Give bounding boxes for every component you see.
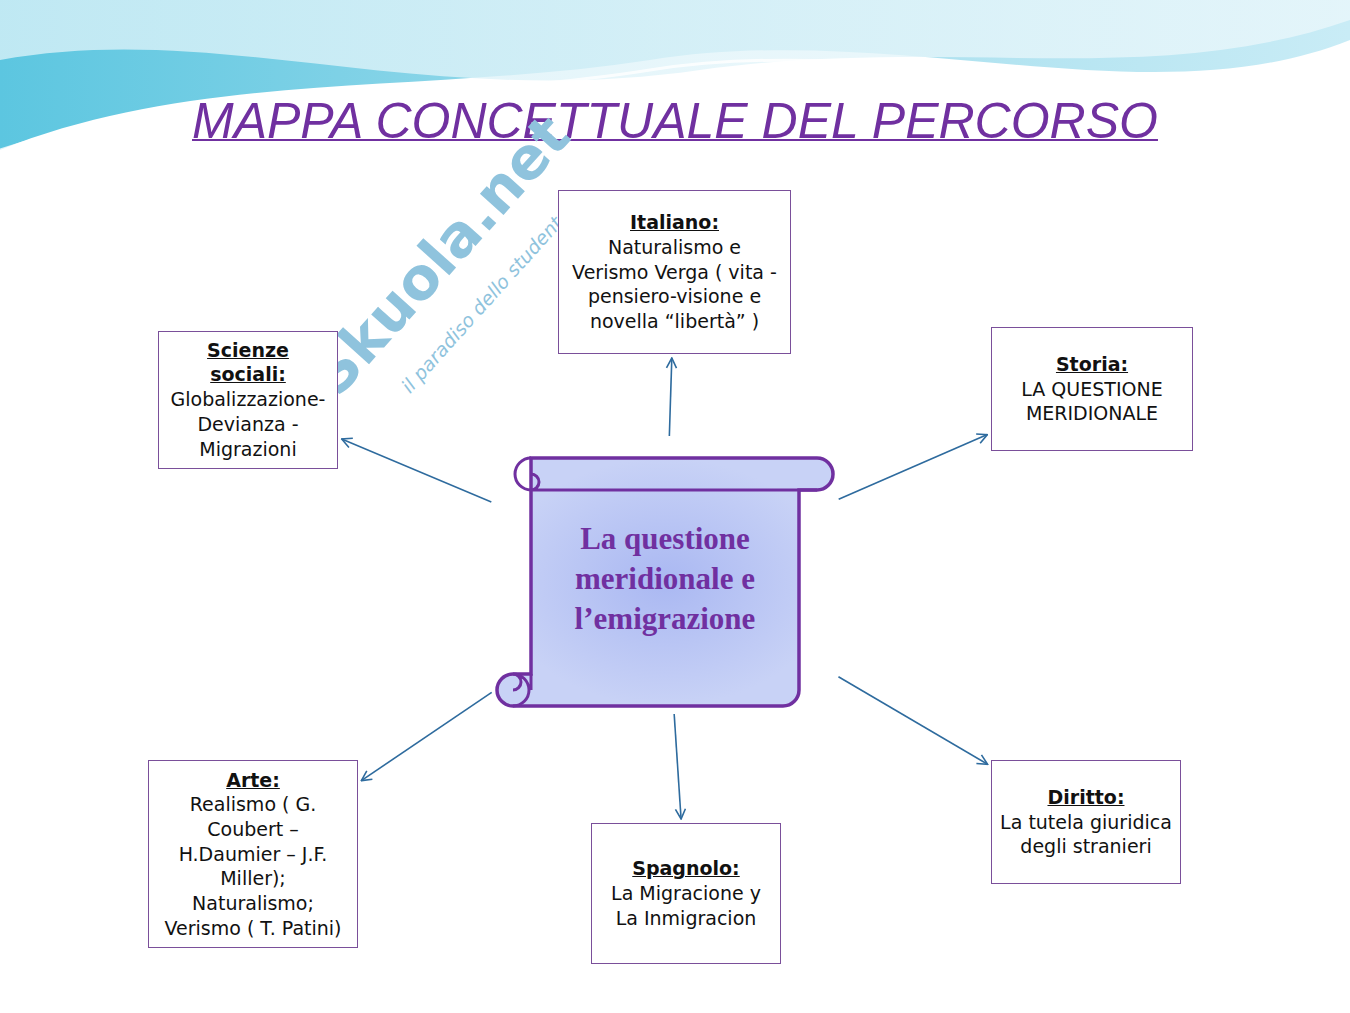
wave: [0, 0, 1350, 81]
connector-arrow: [674, 714, 681, 819]
topic-box: Italiano:Naturalismo e Verismo Verga ( v…: [558, 190, 791, 354]
topic-box: Spagnolo:La Migracione y La Inmigracion: [591, 823, 781, 964]
subject-heading: Arte:: [157, 768, 349, 793]
wave: [0, 0, 1350, 150]
topic-box: Arte:Realismo ( G. Coubert – H.Daumier –…: [148, 760, 358, 948]
subject-content: Globalizzazione- Devianza - Migrazioni: [167, 387, 329, 461]
subject-heading: Scienze sociali:: [167, 338, 329, 387]
wave-line: [0, 45, 1350, 150]
scroll-curl: [515, 458, 817, 490]
topic-box: Scienze sociali:Globalizzazione- Devianz…: [158, 331, 338, 469]
connector-arrow: [838, 677, 987, 764]
subject-heading: Storia:: [1000, 352, 1184, 377]
connector-arrow: [342, 439, 492, 502]
subject-heading: Italiano:: [567, 210, 782, 235]
subject-heading: Spagnolo:: [600, 856, 772, 881]
topic-box: Storia:LA QUESTIONE MERIDIONALE: [991, 327, 1193, 451]
topic-box: Diritto:La tutela giuridica degli strani…: [991, 760, 1181, 884]
connector-arrow: [361, 692, 491, 780]
central-theme: La questione meridionale e l’emigrazione: [543, 519, 787, 640]
scroll-body: [497, 458, 833, 706]
subject-content: Naturalismo e Verismo Verga ( vita - pen…: [567, 235, 782, 334]
connector-arrow: [839, 435, 988, 500]
subject-content: La Migracione y La Inmigracion: [600, 881, 772, 930]
subject-content: LA QUESTIONE MERIDIONALE: [1000, 377, 1184, 426]
subject-content: Realismo ( G. Coubert – H.Daumier – J.F.…: [157, 792, 349, 940]
scroll-node: La questione meridionale e l’emigrazione: [495, 440, 835, 710]
subject-content: La tutela giuridica degli stranieri: [1000, 810, 1172, 859]
scroll-curl: [513, 674, 531, 706]
connector-arrow: [669, 358, 671, 436]
map-title: MAPPA CONCETTUALE DEL PERCORSO: [0, 92, 1350, 150]
subject-heading: Diritto:: [1000, 785, 1172, 810]
